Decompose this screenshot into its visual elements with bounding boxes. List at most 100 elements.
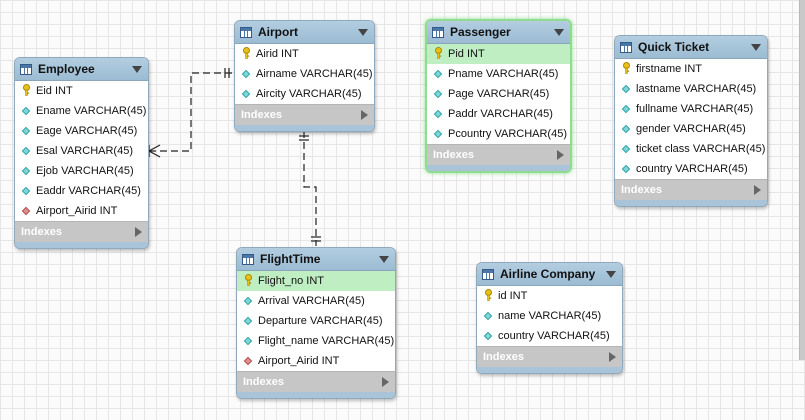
- column-label: country VARCHAR(45): [498, 330, 610, 342]
- column-label: Eaddr VARCHAR(45): [36, 185, 141, 197]
- column-icon: [432, 108, 444, 120]
- collapse-arrow-icon[interactable]: [379, 255, 389, 263]
- column-row[interactable]: country VARCHAR(45): [615, 159, 767, 179]
- collapse-arrow-icon[interactable]: [358, 28, 368, 36]
- indexes-label: Indexes: [21, 226, 62, 238]
- expand-arrow-icon[interactable]: [382, 377, 389, 387]
- primary-key-icon: [620, 61, 632, 75]
- column-row[interactable]: firstname INT: [615, 59, 767, 79]
- column-row[interactable]: Pid INT: [427, 44, 570, 64]
- column-label: Airname VARCHAR(45): [256, 68, 373, 80]
- column-label: Pid INT: [448, 48, 485, 60]
- column-row[interactable]: name VARCHAR(45): [477, 306, 622, 326]
- column-row[interactable]: Eid INT: [15, 81, 148, 101]
- column-row[interactable]: Aircity VARCHAR(45): [235, 84, 374, 104]
- column-row[interactable]: Pname VARCHAR(45): [427, 64, 570, 84]
- collapse-arrow-icon[interactable]: [554, 28, 564, 36]
- table-header[interactable]: Employee: [15, 58, 148, 81]
- collapse-arrow-icon[interactable]: [606, 270, 616, 278]
- column-row[interactable]: Airport_Airid INT: [15, 201, 148, 221]
- column-label: Ejob VARCHAR(45): [36, 165, 134, 177]
- column-row[interactable]: ticket class VARCHAR(45): [615, 139, 767, 159]
- column-row[interactable]: country VARCHAR(45): [477, 326, 622, 346]
- table-footer: [15, 242, 148, 248]
- table-header[interactable]: FlightTime: [237, 248, 395, 271]
- column-icon: [620, 163, 632, 175]
- column-label: Pcountry VARCHAR(45): [448, 128, 567, 140]
- column-icon: [242, 335, 254, 347]
- expand-arrow-icon[interactable]: [754, 185, 761, 195]
- column-row[interactable]: Ename VARCHAR(45): [15, 101, 148, 121]
- indexes-section[interactable]: Indexes: [427, 144, 570, 165]
- primary-key-icon: [242, 273, 254, 287]
- relationship-airport-flighttime[interactable]: [303, 131, 317, 246]
- column-row[interactable]: Flight_name VARCHAR(45): [237, 331, 395, 351]
- primary-key-icon: [482, 288, 494, 302]
- column-row[interactable]: Pcountry VARCHAR(45): [427, 124, 570, 144]
- crows-foot-employee: [148, 144, 161, 158]
- column-row[interactable]: Ejob VARCHAR(45): [15, 161, 148, 181]
- table-icon: [240, 26, 252, 38]
- indexes-label: Indexes: [483, 351, 524, 363]
- indexes-section[interactable]: Indexes: [235, 104, 374, 125]
- expand-arrow-icon[interactable]: [609, 352, 616, 362]
- indexes-label: Indexes: [241, 109, 282, 121]
- column-icon: [432, 68, 444, 80]
- indexes-section[interactable]: Indexes: [237, 371, 395, 392]
- column-row[interactable]: Esal VARCHAR(45): [15, 141, 148, 161]
- column-label: Esal VARCHAR(45): [36, 145, 133, 157]
- indexes-section[interactable]: Indexes: [615, 179, 767, 200]
- expand-arrow-icon[interactable]: [135, 227, 142, 237]
- collapse-arrow-icon[interactable]: [132, 65, 142, 73]
- table-name: FlightTime: [260, 252, 321, 266]
- column-row[interactable]: fullname VARCHAR(45): [615, 99, 767, 119]
- table-name: Quick Ticket: [638, 40, 710, 54]
- column-icon: [482, 330, 494, 342]
- column-label: lastname VARCHAR(45): [636, 83, 757, 95]
- column-row[interactable]: gender VARCHAR(45): [615, 119, 767, 139]
- column-row[interactable]: Paddr VARCHAR(45): [427, 104, 570, 124]
- primary-key-icon: [432, 46, 444, 60]
- column-row[interactable]: Page VARCHAR(45): [427, 84, 570, 104]
- column-row[interactable]: Airname VARCHAR(45): [235, 64, 374, 84]
- column-icon: [20, 165, 32, 177]
- column-row[interactable]: lastname VARCHAR(45): [615, 79, 767, 99]
- column-row[interactable]: Arrival VARCHAR(45): [237, 291, 395, 311]
- relationship-employee-airport[interactable]: [149, 72, 234, 152]
- table-header[interactable]: Quick Ticket: [615, 36, 767, 59]
- column-label: ticket class VARCHAR(45): [636, 143, 766, 155]
- column-row[interactable]: Airport_Airid INT: [237, 351, 395, 371]
- table-header[interactable]: Airport: [235, 21, 374, 44]
- table-icon: [482, 268, 494, 280]
- vertical-scrollbar[interactable]: [799, 0, 805, 360]
- column-row[interactable]: Flight_no INT: [237, 271, 395, 291]
- column-label: Flight_name VARCHAR(45): [258, 335, 395, 347]
- column-icon: [20, 105, 32, 117]
- column-row[interactable]: id INT: [477, 286, 622, 306]
- table-icon: [242, 253, 254, 265]
- column-row[interactable]: Airid INT: [235, 44, 374, 64]
- column-row[interactable]: Departure VARCHAR(45): [237, 311, 395, 331]
- indexes-section[interactable]: Indexes: [15, 221, 148, 242]
- expand-arrow-icon[interactable]: [557, 150, 564, 160]
- table-header[interactable]: Airline Company: [477, 263, 622, 286]
- table-name: Airport: [258, 25, 298, 39]
- table-quick-ticket[interactable]: Quick Ticket firstname INT lastname VARCHA…: [614, 35, 768, 207]
- table-name: Employee: [38, 62, 95, 76]
- column-icon: [620, 103, 632, 115]
- column-row[interactable]: Eaddr VARCHAR(45): [15, 181, 148, 201]
- expand-arrow-icon[interactable]: [361, 110, 368, 120]
- table-header[interactable]: Passenger: [427, 21, 570, 44]
- column-row[interactable]: Eage VARCHAR(45): [15, 121, 148, 141]
- table-footer: [237, 392, 395, 398]
- collapse-arrow-icon[interactable]: [751, 43, 761, 51]
- indexes-section[interactable]: Indexes: [477, 346, 622, 367]
- column-label: Airport_Airid INT: [36, 205, 118, 217]
